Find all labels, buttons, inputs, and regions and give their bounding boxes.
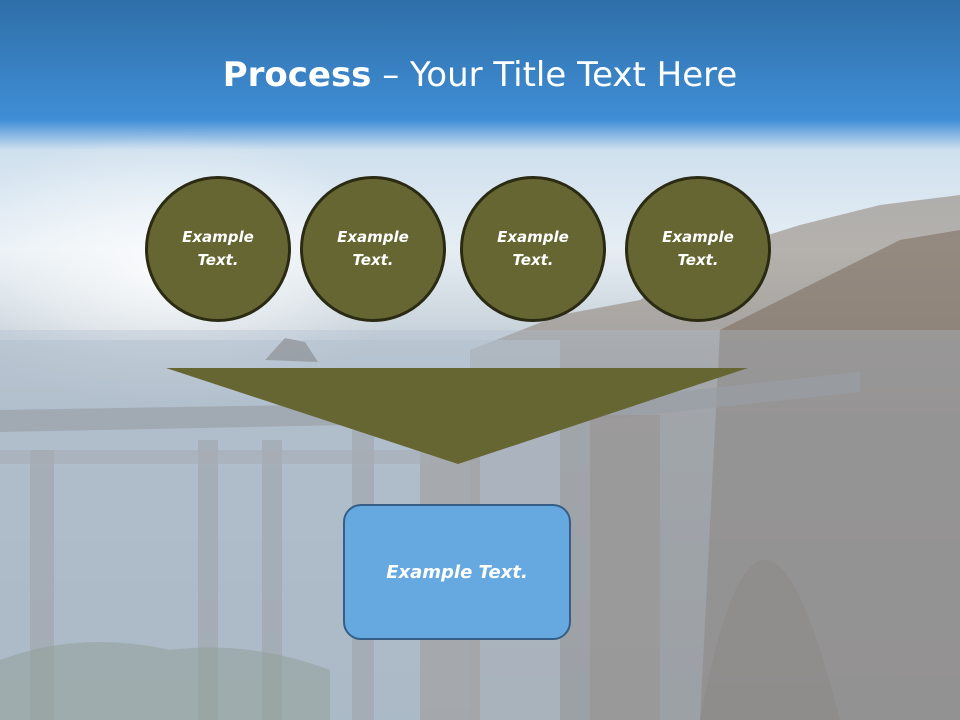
process-step-circle-1[interactable]: Example Text.	[145, 176, 291, 322]
result-box-label: Example Text.	[386, 561, 528, 583]
process-step-label-1: Example Text.	[182, 228, 254, 269]
result-box[interactable]: Example Text.	[343, 504, 571, 640]
process-step-label-3: Example Text.	[497, 228, 569, 269]
slide-title: Process – Your Title Text Here	[0, 52, 960, 98]
process-step-circle-2[interactable]: Example Text.	[300, 176, 446, 322]
slide-title-bold: Process	[222, 55, 372, 95]
process-step-label-2: Example Text.	[337, 228, 409, 269]
process-step-label-4: Example Text.	[662, 228, 734, 269]
process-step-circle-3[interactable]: Example Text.	[460, 176, 606, 322]
slide-title-rest: – Your Title Text Here	[371, 55, 738, 95]
process-step-circle-4[interactable]: Example Text.	[625, 176, 771, 322]
